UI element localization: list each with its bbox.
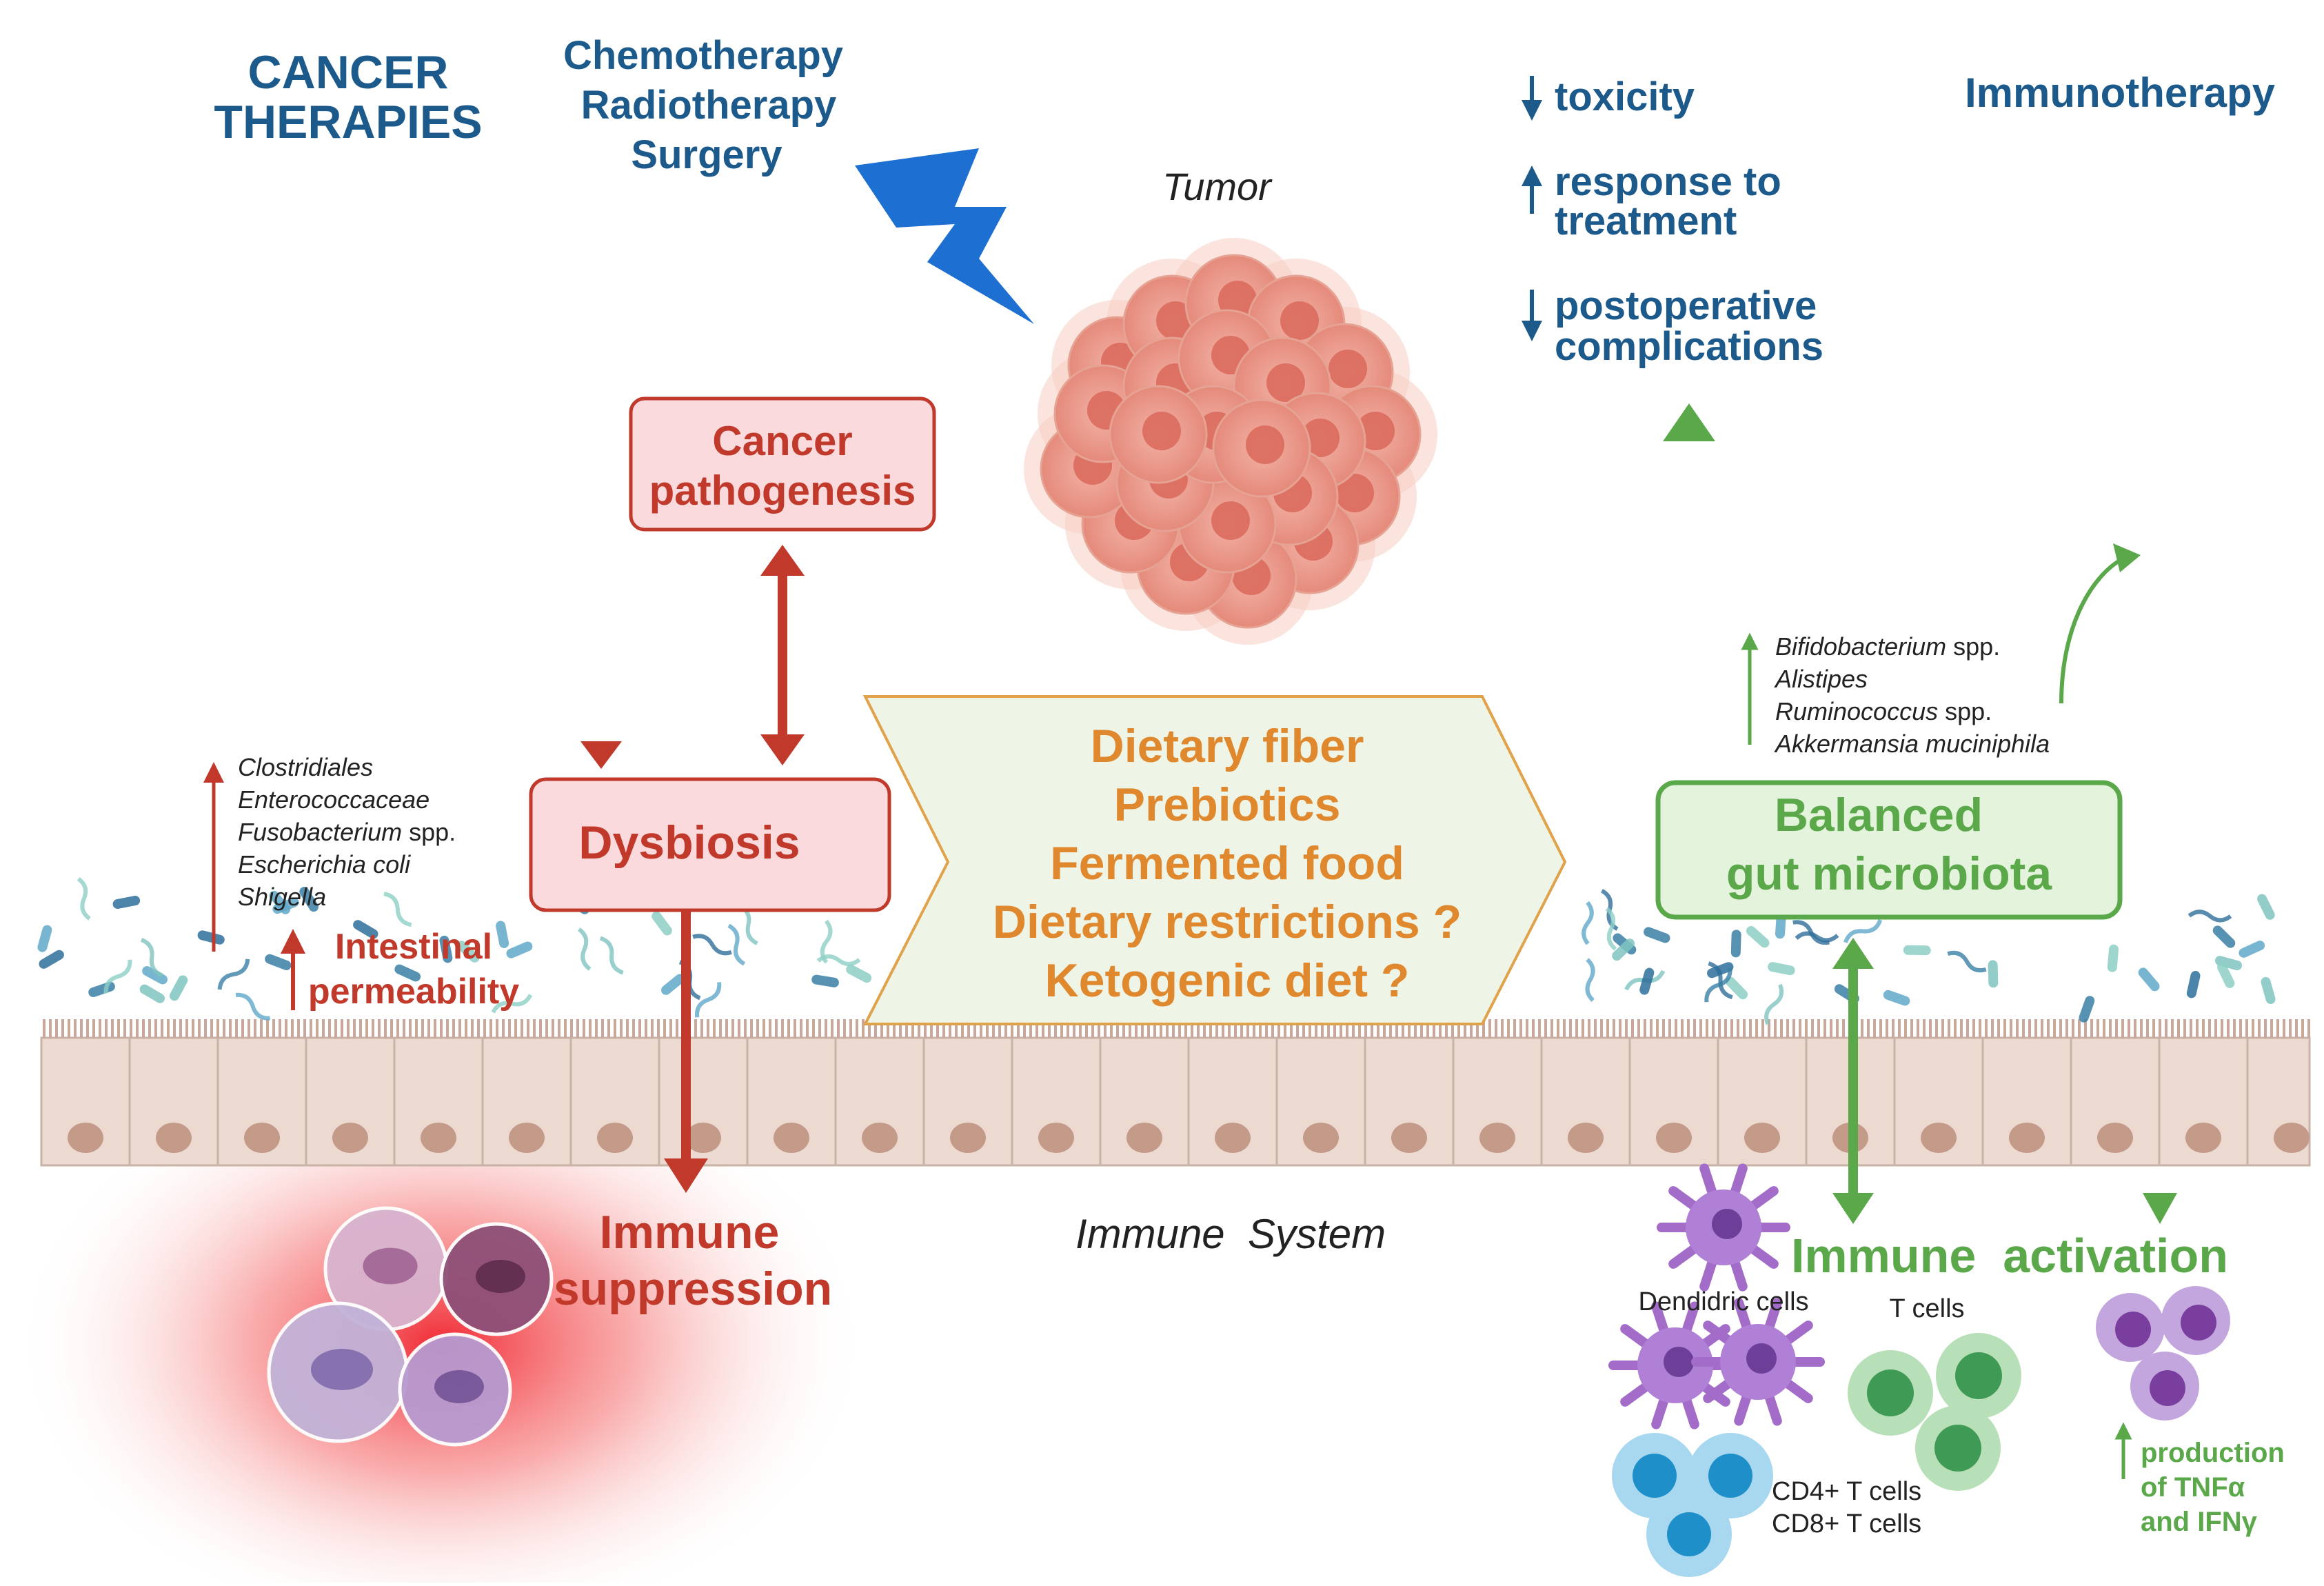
- outcome-response-line2: treatment: [1555, 199, 1737, 243]
- outcome-response-line1: response to: [1555, 159, 1781, 204]
- cell-nucleus: [2115, 1312, 2151, 1347]
- dysbiosis-box: [529, 777, 891, 912]
- pathogenesis-arrow-head-down: [760, 734, 805, 765]
- permeability-line1: Intestinal: [335, 927, 492, 967]
- intestinal-epithelium: [40, 1019, 2311, 1167]
- balanced-taxon: Bifidobacterium spp.: [1775, 632, 2000, 661]
- immunotherapy-arrow-head: [2143, 1193, 2177, 1224]
- bacteria-layer: [37, 876, 2276, 1025]
- cell-nucleus: [1712, 1209, 1742, 1239]
- suppression-arrow-head: [664, 1158, 708, 1193]
- cell-nucleus: [1867, 1369, 1914, 1416]
- diet-item: Fermented food: [1050, 837, 1404, 890]
- immune-system-label: Immune System: [1075, 1211, 1386, 1257]
- tumor-illustration: [1024, 238, 1437, 645]
- balanced-immune-arrow-head-down: [1832, 1193, 1874, 1224]
- production-line1: production: [2141, 1438, 2285, 1468]
- curved-green-arrow: [2059, 556, 2125, 704]
- balanced-microbiota-box: [1655, 780, 2123, 920]
- dysbiosis-label: Dysbiosis: [578, 816, 800, 869]
- cell-nucleus: [1934, 1425, 1981, 1472]
- inflammation-glow: [14, 1055, 869, 1586]
- outcomes-arrow-head: [1663, 403, 1715, 441]
- diet-item: Dietary fiber: [1091, 720, 1364, 772]
- diet-item: Prebiotics: [1114, 779, 1341, 831]
- diet-item: Ketogenic diet ?: [1045, 954, 1410, 1007]
- permeability-line2: permeability: [308, 972, 519, 1012]
- outcome-postop-line2: complications: [1555, 324, 1823, 369]
- cell-nucleus: [1664, 1347, 1694, 1377]
- cell-nucleus: [1633, 1454, 1677, 1498]
- cell-nucleus: [1955, 1352, 2002, 1399]
- cell-nucleus: [363, 1247, 418, 1285]
- balanced-immune-arrow-head-up: [1832, 938, 1874, 969]
- cell-nucleus: [1708, 1454, 1752, 1498]
- dysbiosis-taxon: Escherichia coli: [238, 850, 411, 879]
- dysbiosis-taxon: Fusobacterium spp.: [238, 818, 456, 846]
- balanced-taxon: Ruminococcus spp.: [1775, 697, 1992, 725]
- outcome-toxicity: toxicity: [1555, 74, 1695, 119]
- balanced-taxa-list: Bifidobacterium spp. AlistipesRuminococcu…: [1774, 632, 2050, 758]
- t-cells-label: T cells: [1889, 1294, 1964, 1323]
- balanced-taxon: Alistipes: [1774, 665, 1868, 693]
- balanced-line1: Balanced: [1775, 789, 1983, 841]
- cd4-label: CD4+ T cells: [1772, 1477, 1921, 1506]
- dysbiosis-taxon: Clostridiales: [238, 753, 373, 781]
- therapy-chemotherapy: Chemotherapy: [563, 33, 843, 78]
- dysbiosis-taxon: Enterococcaceae: [238, 785, 430, 814]
- diet-chevron-shape: [862, 695, 1567, 1025]
- cancer-pathogenesis-box: [629, 396, 936, 532]
- production-line3: and IFNγ: [2141, 1507, 2258, 1537]
- therapy-radiotherapy: Radiotherapy: [581, 83, 837, 128]
- immune-suppression-line1: Immune: [600, 1206, 780, 1258]
- cancer-therapies-line2: THERAPIES: [214, 96, 482, 148]
- immune-cells: [267, 1163, 2230, 1577]
- balanced-taxon: Akkermansia muciniphila: [1774, 730, 2050, 758]
- cancer-pathogenesis-line2: pathogenesis: [649, 468, 916, 514]
- therapy-surgery: Surgery: [631, 132, 782, 177]
- tumor-label: Tumor: [1162, 165, 1273, 208]
- immune-suppression-line2: suppression: [554, 1263, 832, 1315]
- cell-nucleus: [2150, 1370, 2185, 1406]
- diet-item: Dietary restrictions ?: [993, 896, 1462, 948]
- immunotherapy-label: Immunotherapy: [1965, 70, 2276, 116]
- cell-nucleus: [311, 1349, 373, 1390]
- cd8-label: CD8+ T cells: [1772, 1509, 1921, 1538]
- cancer-therapies-line1: CANCER: [248, 46, 449, 99]
- dysbiosis-taxa-list: ClostridialesEnterococcaceaeFusobacteriu…: [238, 753, 456, 911]
- cell-nucleus: [1667, 1512, 1711, 1556]
- therapy-arrow-head: [580, 741, 622, 769]
- cell-nucleus: [434, 1370, 484, 1403]
- curved-arrow-head: [2113, 543, 2141, 572]
- cancer-pathogenesis-line1: Cancer: [712, 418, 852, 464]
- cell-nucleus: [476, 1260, 525, 1293]
- dysbiosis-taxon: Shigella: [238, 883, 326, 911]
- immune-activation-label: Immune activation: [1791, 1229, 2228, 1283]
- outcome-postop-line1: postoperative: [1555, 283, 1817, 328]
- cell-nucleus: [2181, 1305, 2216, 1341]
- balanced-line2: gut microbiota: [1726, 847, 2052, 900]
- dendritic-cells-label: Dendidric cells: [1638, 1287, 1808, 1316]
- cell-nucleus: [1746, 1343, 1777, 1374]
- production-line2: of TNFα: [2141, 1472, 2245, 1503]
- pathogenesis-arrow-head-up: [760, 545, 805, 576]
- lightning-bolt-icon: [855, 148, 1034, 324]
